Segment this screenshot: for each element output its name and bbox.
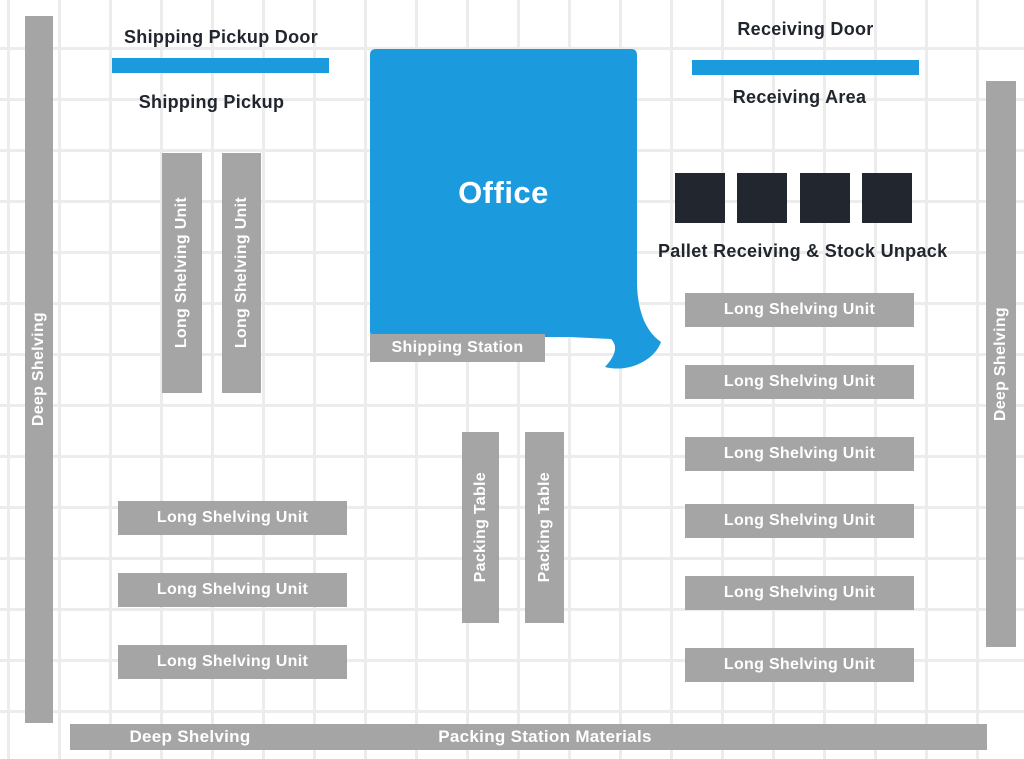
long-shelving-unit-label: Long Shelving Unit	[723, 373, 876, 390]
deep-shelving-right-label: Deep Shelving	[992, 306, 1009, 422]
shipping-pickup-door-label: Shipping Pickup Door	[124, 27, 318, 47]
long-shelving-unit-left-3: Long Shelving Unit	[118, 645, 347, 679]
long-shelving-unit-right-4: Long Shelving Unit	[685, 504, 914, 538]
receiving-area-label: Receiving Area	[732, 87, 867, 107]
bottom-shelving-bar: Deep Shelving Packing Station Materials	[70, 724, 987, 750]
long-shelving-unit-label: Long Shelving Unit	[723, 584, 876, 601]
receiving-door-label: Receiving Door	[737, 19, 874, 39]
long-shelving-unit-right-1: Long Shelving Unit	[685, 293, 914, 327]
long-shelving-unit-label: Long Shelving Unit	[156, 581, 309, 598]
deep-shelving-bottom-label: Deep Shelving	[129, 727, 251, 746]
deep-shelving-left: Deep Shelving	[25, 16, 53, 723]
pallet-2	[737, 173, 787, 223]
office-shape	[370, 49, 661, 369]
long-shelving-unit-right-5: Long Shelving Unit	[685, 576, 914, 610]
packing-table-label: Packing Table	[471, 472, 489, 583]
packing-table-label: Packing Table	[535, 472, 553, 583]
long-shelving-unit-label: Long Shelving Unit	[173, 197, 190, 349]
deep-shelving-left-label: Deep Shelving	[30, 312, 47, 427]
packing-station-materials-label: Packing Station Materials	[438, 727, 652, 746]
packing-table-2: Packing Table	[525, 432, 564, 623]
office-label: Office	[458, 175, 549, 210]
long-shelving-unit-left-2: Long Shelving Unit	[118, 573, 347, 607]
shipping-station-label: Shipping Station	[391, 339, 524, 356]
pallet-1	[675, 173, 725, 223]
long-shelving-unit-label: Long Shelving Unit	[723, 656, 876, 673]
long-shelving-unit-right-2: Long Shelving Unit	[685, 365, 914, 399]
long-shelving-unit-label: Long Shelving Unit	[723, 301, 876, 318]
long-shelving-unit-right-6: Long Shelving Unit	[685, 648, 914, 682]
long-shelving-unit-label: Long Shelving Unit	[232, 197, 250, 349]
receiving-door-strip	[692, 60, 919, 75]
shipping-pickup-door-strip	[112, 58, 329, 73]
shipping-station: Shipping Station	[370, 334, 545, 362]
pallet-receiving-label: Pallet Receiving & Stock Unpack	[658, 241, 948, 261]
long-shelving-unit-label: Long Shelving Unit	[156, 509, 309, 526]
long-shelving-unit-right-3: Long Shelving Unit	[685, 437, 914, 471]
pallet-3	[800, 173, 850, 223]
long-shelving-unit-label: Long Shelving Unit	[723, 512, 876, 529]
packing-table-1: Packing Table	[462, 432, 499, 623]
long-shelving-unit-vertical-1: Long Shelving Unit	[162, 153, 202, 393]
shipping-pickup-area-label: Shipping Pickup	[138, 92, 285, 112]
long-shelving-unit-label: Long Shelving Unit	[156, 653, 309, 670]
long-shelving-unit-label: Long Shelving Unit	[723, 445, 876, 462]
long-shelving-unit-vertical-2: Long Shelving Unit	[222, 153, 261, 393]
deep-shelving-right: Deep Shelving	[986, 81, 1016, 647]
long-shelving-unit-left-1: Long Shelving Unit	[118, 501, 347, 535]
pallet-4	[862, 173, 912, 223]
